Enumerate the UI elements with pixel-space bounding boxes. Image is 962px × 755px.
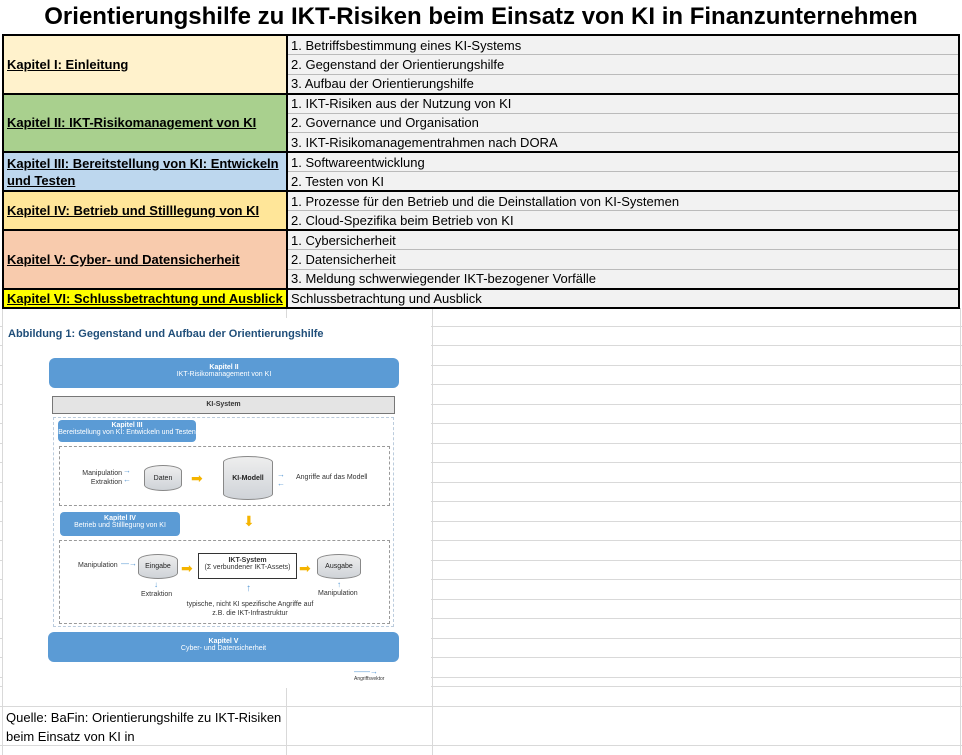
table-row: 2. Cloud-Spezifika beim Betrieb von KI [3, 210, 960, 231]
k5-title: Kapitel V [208, 638, 239, 645]
table-row: Kapitel II: IKT-Risikomanagement von KI 1… [2, 92, 960, 153]
table-row: Kapitel III: Bereitstellung von KI: Entw… [2, 151, 960, 192]
label-manipulation-2: Manipulation [78, 562, 118, 569]
section-cell[interactable]: Schlussbetrachtung und Ausblick [286, 287, 960, 309]
chapter-label: Kapitel I: Einleitung [7, 56, 129, 72]
label-extraktion: Extraktion [90, 479, 122, 486]
table-row: Kapitel VI: Schlussbetrachtung und Ausbl… [2, 287, 960, 309]
label-infrastruktur: z.B. die IKT-Infrastruktur [212, 610, 288, 617]
table-row: 2. Testen von KI [3, 171, 960, 192]
table-row: Kapitel V: Cyber- und Datensicherheit 1. … [2, 229, 960, 290]
page-title: Orientierungshilfe zu IKT-Risiken beim E… [44, 3, 918, 30]
source-text: Quelle: BaFin: Orientierungshilfe zu IKT… [6, 710, 282, 744]
chapter-label: Kapitel II: IKT-Risikomanagement von KI [7, 115, 257, 131]
section-cell[interactable]: 1. Cybersicherheit [286, 229, 960, 250]
ki-system-box: KI-System [52, 396, 395, 414]
attack-arrow-icon: ↑ [246, 583, 251, 594]
table-row: 2. Datensicherheit [3, 249, 960, 270]
k4-sub: Betrieb und Stilllegung von KI [74, 522, 166, 529]
section-cell[interactable]: 1. Softwareentwicklung [286, 151, 960, 172]
section-cell[interactable]: 3. IKT-Risikomanagementrahmen nach DORA [286, 132, 960, 153]
label-extraktion-2: Extraktion [141, 591, 173, 598]
chapter-label: Kapitel III: Bereitstellung von KI: Entw… [7, 155, 279, 188]
down-arrow-icon: ⬇ [243, 513, 255, 529]
chapter-label: Kapitel VI: Schlussbetrachtung und Ausbl… [7, 290, 283, 306]
section-cell[interactable]: 2. Governance und Organisation [286, 112, 960, 133]
section-cell[interactable]: 1. Betriffsbestimmung eines KI-Systems [286, 34, 960, 55]
table-row: Kapitel I: Einleitung 1. Betriffsbestimmu… [2, 34, 960, 95]
ikt-system-title: IKT-System [228, 557, 267, 564]
k5-sub: Cyber- und Datensicherheit [180, 645, 267, 652]
legend-label: Angriffsvektor [354, 676, 385, 682]
table-row: Kapitel IV: Betrieb und Stilllegung von … [2, 190, 960, 231]
flow-arrow-icon: ➡ [299, 560, 311, 576]
table-row: 2. Gegenstand der Orientierungshilfe [3, 54, 960, 75]
label-typische-angriffe: typische, nicht KI spezifische Angriffe … [186, 601, 314, 608]
chapter-cell[interactable]: Kapitel V: Cyber- und Datensicherheit [2, 229, 288, 290]
label-manipulation: Manipulation [82, 470, 122, 477]
k4-title: Kapitel IV [104, 515, 136, 522]
section-cell[interactable]: 3. Aufbau der Orientierungshilfe [286, 73, 960, 95]
section-cell[interactable]: 2. Gegenstand der Orientierungshilfe [286, 54, 960, 75]
attack-arrows-icon: →← [277, 470, 285, 488]
ikt-assets: (Σ verbundener IKT-Assets) [204, 564, 291, 571]
label-angriffe-modell: Angriffe auf das Modell [296, 474, 368, 481]
ki-modell-cylinder: KI-Modell [223, 456, 273, 500]
chapter-label: Kapitel IV: Betrieb und Stilllegung von … [7, 203, 260, 218]
table-row: 2. Governance und Organisation [3, 112, 960, 133]
figure-title: Abbildung 1: Gegenstand und Aufbau der O… [8, 328, 324, 340]
attack-arrow-icon: —→ [121, 559, 137, 568]
spreadsheet-grid [0, 308, 962, 755]
k3-title: Kapitel III [111, 422, 143, 429]
chapter-cell[interactable]: Kapitel II: IKT-Risikomanagement von KI [2, 92, 288, 153]
section-cell[interactable]: 2. Datensicherheit [286, 249, 960, 270]
chapter-cell[interactable]: Kapitel I: Einleitung [2, 34, 288, 95]
label-manipulation-3: Manipulation [318, 590, 358, 597]
ausgabe-cylinder: Ausgabe [317, 554, 361, 579]
chapter-cell[interactable]: Kapitel IV: Betrieb und Stilllegung von … [2, 190, 288, 231]
flow-arrow-icon: ➡ [181, 560, 193, 576]
flow-arrow-icon: ➡ [191, 470, 203, 486]
angriffsvektor-arrow-icon: ——→ [354, 667, 378, 676]
chapter-label: Kapitel V: Cyber- und Datensicherheit [7, 251, 240, 267]
chapter-table: Kapitel I: Einleitung 1. Betriffsbestimmu… [2, 34, 960, 309]
section-cell[interactable]: 1. IKT-Risiken aus der Nutzung von KI [286, 92, 960, 114]
daten-cylinder: Daten [144, 465, 182, 491]
attack-arrow-icon: ↑ [337, 580, 341, 589]
k2-title: Kapitel II [209, 364, 239, 371]
attack-arrow-icon: ↓ [154, 580, 158, 589]
section-cell[interactable]: 2. Testen von KI [286, 171, 960, 192]
chapter-cell[interactable]: Kapitel III: Bereitstellung von KI: Entw… [2, 151, 288, 192]
chapter-cell[interactable]: Kapitel VI: Schlussbetrachtung und Ausbl… [2, 287, 288, 309]
attack-arrows-icon: →← [123, 466, 131, 484]
section-cell[interactable]: 2. Cloud-Spezifika beim Betrieb von KI [286, 210, 960, 231]
k3-sub: Bereitstellung von KI: Entwickeln und Te… [58, 429, 196, 436]
eingabe-cylinder: Eingabe [138, 554, 178, 579]
section-cell[interactable]: 1. Prozesse für den Betrieb und die Dein… [286, 190, 960, 211]
section-cell[interactable]: 3. Meldung schwerwiegender IKT-bezogener… [286, 268, 960, 290]
ikt-system-box: IKT-System(Σ verbundener IKT-Assets) [198, 553, 297, 579]
k2-sub: IKT-Risikomanagement von KI [176, 371, 272, 378]
